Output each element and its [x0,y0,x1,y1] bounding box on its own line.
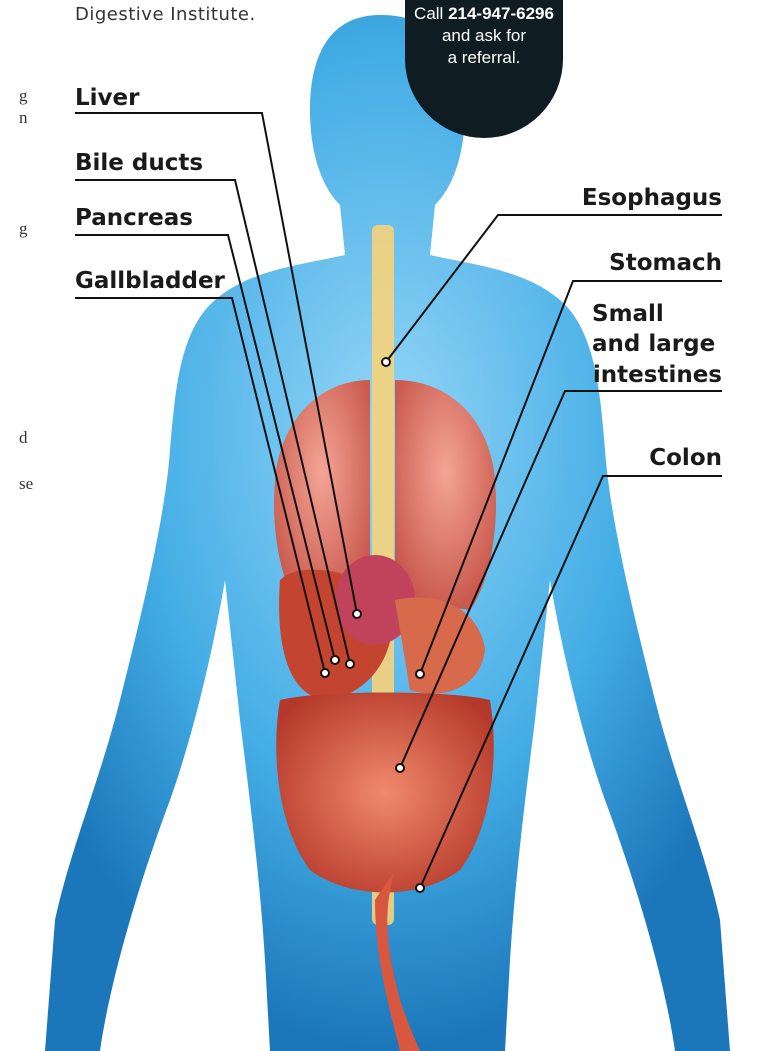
callout-line-3: a referral. [405,47,563,69]
label-stomach: Stomach [609,250,722,276]
label-colon: Colon [649,445,722,471]
callout-prefix: Call [414,4,448,23]
label-pancreas: Pancreas [75,205,193,231]
label-intestines: intestines [593,362,722,388]
edge-fragment: d [19,428,28,448]
label-bile-ducts: Bile ducts [75,150,203,176]
label-esophagus: Esophagus [582,185,722,211]
label-and-large: and large [592,331,715,357]
callout-line-1: Call 214-947-6296 [405,3,563,25]
label-liver: Liver [75,85,139,111]
phone-number[interactable]: 214-947-6296 [448,4,554,23]
label-small: Small [592,301,664,327]
edge-fragment: se [19,474,33,494]
label-gallbladder: Gallbladder [75,268,225,294]
edge-fragment: g [19,219,28,239]
callout-line-2: and ask for [405,25,563,47]
edge-fragment: g [19,86,28,106]
edge-fragment: n [19,108,28,128]
intro-text: Digestive Institute. [75,4,256,25]
